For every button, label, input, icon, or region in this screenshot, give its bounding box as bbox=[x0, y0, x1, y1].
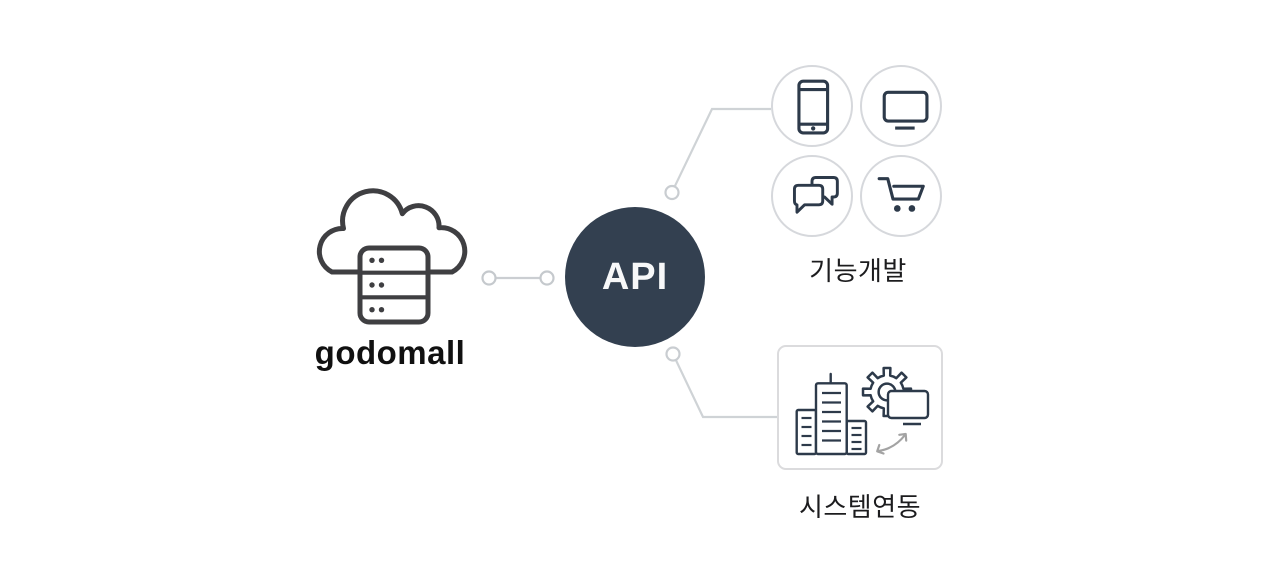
integration-group-label: 시스템연동 bbox=[798, 492, 922, 522]
connector-dot bbox=[664, 184, 680, 201]
api-hub: API bbox=[565, 207, 705, 347]
smartphone-icon bbox=[797, 79, 830, 135]
chat-bubbles-icon bbox=[792, 176, 839, 214]
sync-arrow-icon bbox=[876, 432, 908, 455]
feature-circle-cart bbox=[860, 155, 942, 237]
system-integration-icon bbox=[795, 366, 930, 456]
shopping-cart-icon bbox=[877, 177, 925, 212]
source-label: godomall bbox=[314, 334, 466, 371]
monitor-icon bbox=[882, 90, 929, 130]
feature-circle-smartphone bbox=[771, 65, 853, 147]
feature-group-label: 기능개발 bbox=[809, 256, 907, 286]
display-icon bbox=[886, 389, 930, 426]
buildings-icon bbox=[795, 372, 868, 456]
connector-dot bbox=[539, 270, 555, 286]
server-leds bbox=[369, 257, 385, 313]
connector-dot bbox=[665, 346, 681, 362]
connector-dot bbox=[481, 270, 497, 286]
feature-circle-monitor bbox=[860, 65, 942, 147]
feature-circle-chat bbox=[771, 155, 853, 237]
cloud-server-icon bbox=[316, 188, 468, 325]
integration-box bbox=[777, 345, 943, 470]
api-label: API bbox=[601, 255, 669, 298]
